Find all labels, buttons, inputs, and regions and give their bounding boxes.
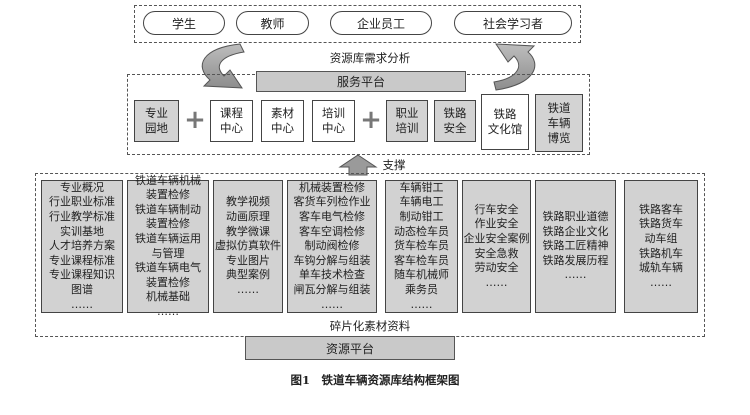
material-column-safety: 行车安全 作业安全 企业安全案例 安全急救 劳动安全 …… <box>462 180 531 313</box>
material-column-vehicles: 铁路客车 铁路货车 动车组 铁路机车 城轨车辆 …… <box>624 180 698 313</box>
material-column-professional: 专业概况 行业职业标准 行业教学标准 实训基地 人才培养方案 专业课程标准 专业… <box>41 180 123 313</box>
resource-platform-bar: 资源平台 <box>245 336 455 360</box>
demand-analysis-label: 资源库需求分析 <box>329 51 411 65</box>
module-professional-garden: 专业 园地 <box>134 100 179 142</box>
module-railway-vehicle-expo: 铁道 车辆 博览 <box>535 94 583 152</box>
service-platform-bar: 服务平台 <box>256 71 466 92</box>
module-vocational-training: 职业 培训 <box>386 100 428 142</box>
right-curve-arrow <box>493 43 536 91</box>
module-railway-safety: 铁路 安全 <box>434 100 476 142</box>
material-column-jobs: 车辆钳工 车辆电工 制动钳工 动态检车员 货车检车员 客车检车员 随车机械师 乘… <box>385 180 458 313</box>
module-course-center: 课程 中心 <box>210 100 253 142</box>
user-student: 学生 <box>143 11 225 35</box>
left-curve-arrow <box>201 43 245 89</box>
material-column-media: 教学视频 动画原理 教学微课 虚拟仿真软件 专业图片 典型案例 …… <box>213 180 283 313</box>
user-social-learner: 社会学习者 <box>454 11 572 35</box>
user-teacher: 教师 <box>236 11 309 35</box>
plus-sign-2: + <box>360 105 382 135</box>
user-employee: 企业员工 <box>330 11 432 35</box>
plus-sign-1: + <box>184 105 206 135</box>
support-label: 支撑 <box>382 158 406 172</box>
users-group <box>134 5 581 43</box>
support-arrow <box>338 154 378 176</box>
module-railway-culture-hall: 铁路 文化馆 <box>481 94 529 150</box>
demand-flow-arrows <box>201 43 536 91</box>
material-column-inspection: 机械装置检修 客货车列检作业 客车电气检修 客车空调检修 制动阀检修 车钩分解与… <box>287 180 377 313</box>
module-material-center: 素材 中心 <box>261 100 304 142</box>
module-training-center: 培训 中心 <box>312 100 355 142</box>
fragment-label: 碎片化素材资料 <box>329 319 411 333</box>
figure-caption: 图1 铁道车辆资源库结构框架图 <box>290 373 460 387</box>
material-column-culture: 铁路职业道德 铁路企业文化 铁路工匠精神 铁路发展历程 …… <box>535 180 616 313</box>
material-column-courses: 铁道车辆机械 装置检修 铁道车辆制动 装置检修 铁道车辆运用 与管理 铁道车辆电… <box>127 174 209 318</box>
